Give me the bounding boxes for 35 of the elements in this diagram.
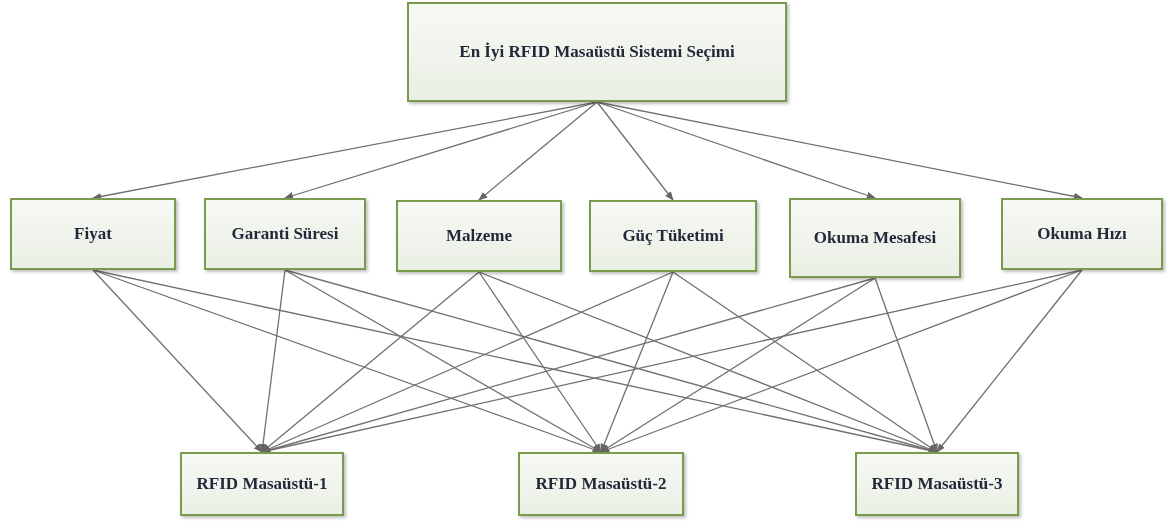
node-label: En İyi RFID Masaüstü Sistemi Seçimi <box>459 41 735 63</box>
arrow <box>600 271 674 453</box>
node-label: Garanti Süresi <box>231 223 339 245</box>
node-label: Okuma Mesafesi <box>813 227 937 249</box>
node-label: Güç Tüketimi <box>622 225 724 247</box>
arrow <box>596 101 1083 200</box>
arrow <box>259 269 286 453</box>
alternative-box <box>855 452 1019 516</box>
criterion-box <box>789 198 961 278</box>
criterion-box <box>396 200 562 272</box>
node-label: RFID Masaüstü-2 <box>535 473 667 495</box>
arrow <box>284 101 598 200</box>
arrow <box>92 269 263 453</box>
node-label: Fiyat <box>74 223 112 245</box>
alternative-box <box>518 452 684 516</box>
arrow <box>596 101 674 201</box>
criterion-box <box>10 198 176 270</box>
criterion-box <box>589 200 757 272</box>
node-label: Malzeme <box>445 225 513 247</box>
goal-box <box>407 2 787 102</box>
arrow <box>874 277 938 453</box>
node-label: Okuma Hızı <box>1037 223 1127 245</box>
arrow <box>478 271 602 453</box>
arrow <box>596 101 876 199</box>
arrow <box>936 269 1083 453</box>
arrow <box>478 101 598 201</box>
node-label: RFID Masaüstü-1 <box>196 473 328 495</box>
criterion-box <box>204 198 366 270</box>
arrow <box>672 271 938 453</box>
arrow <box>600 277 876 453</box>
arrow <box>261 271 480 453</box>
arrow <box>600 269 1083 453</box>
alternative-box <box>180 452 344 516</box>
node-label: RFID Masaüstü-3 <box>871 473 1003 495</box>
criterion-box <box>1001 198 1163 270</box>
